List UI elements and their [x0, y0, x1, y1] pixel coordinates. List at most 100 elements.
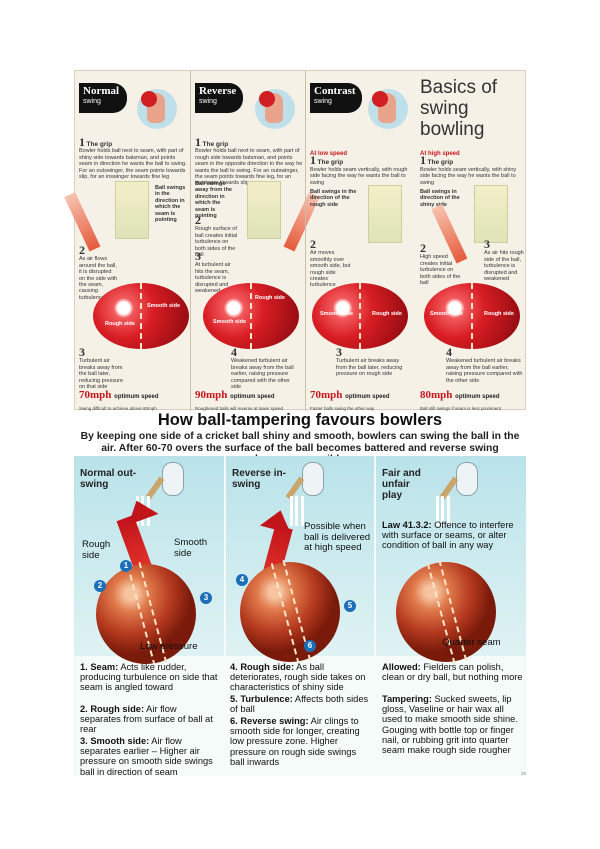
ball-tampering-headline: How ball-tampering favours bowlers — [157, 411, 443, 429]
grip-hand-icon — [137, 89, 177, 129]
contrast-high-grip-head: The grip — [427, 159, 454, 167]
contrast-low-grip-head: The grip — [317, 159, 344, 167]
reverse-tag-title: Reverse — [199, 85, 237, 97]
batsman-icon — [145, 458, 192, 506]
reverse-note-title: 6. Reverse swing: — [230, 716, 309, 726]
law-note-text: Offence to interfere with surface or sea… — [382, 520, 514, 551]
reverse-smooth-label: Smooth side — [213, 319, 247, 325]
grip-hand-icon — [255, 89, 295, 129]
reverse-inswing-panel: Reverse in-swing Possible when ball is d… — [226, 456, 374, 776]
smooth-side-label: Smooth side — [174, 537, 208, 559]
marker-2: 2 — [94, 580, 106, 592]
marker-1: 1 — [120, 560, 132, 572]
seam-note-title: 1. Seam: — [80, 662, 119, 672]
low-pressure-label: Low pressure — [140, 641, 198, 652]
contrast-low-speed-label: optimum speed — [345, 394, 390, 400]
reverse-speed-label: optimum speed — [230, 394, 275, 400]
reverse-note-text: Air clings to smooth side for longer, cr… — [230, 716, 360, 767]
basics-title: Basics of swing bowling — [420, 77, 498, 140]
contrast-low-smooth-label: Smooth side — [320, 311, 354, 317]
smooth-side-note-title: 3. Smooth side: — [80, 736, 150, 746]
contrast-low-rough-label: Rough side — [372, 311, 402, 317]
contrast-high3-text: As air hits rough side of the ball, turb… — [484, 250, 524, 283]
rough-side-deteriorates-note: 4. Rough side: As ball deteriorates, rou… — [230, 662, 372, 693]
allowed-note: Allowed: Fielders can polish, clean or d… — [382, 662, 524, 682]
fair-unfair-panel: Fair and unfair play Law 41.3.2: Offence… — [376, 456, 526, 776]
smooth-side-note-text: Air flow separates earlier – Higher air … — [80, 736, 213, 777]
seam-note-text: Acts like rudder, producing turbulence o… — [80, 662, 218, 693]
reverse-swing-note: 6. Reverse swing: Air clings to smooth s… — [230, 716, 372, 767]
possible-note: Possible when ball is delivered at high … — [304, 521, 371, 553]
batsman-icon — [285, 458, 332, 506]
contrast-high-head: At high speed — [420, 151, 460, 157]
allowed-note-title: Allowed: — [382, 662, 421, 672]
contrast-high-ball — [424, 283, 520, 349]
smooth-side-note: 3. Smooth side: Air flow separates earli… — [80, 736, 220, 777]
reverse-speed: 90mph optimum speed — [195, 389, 275, 401]
contrast-high-speed: 80mph optimum speed — [420, 389, 500, 401]
reverse-grip-text: Bowler holds ball next to seam, with par… — [195, 148, 303, 187]
marker-6: 6 — [304, 640, 316, 652]
contrast-swing-tag: Contrast swing — [310, 83, 362, 113]
normal-ball — [93, 283, 189, 349]
contrast-high-grip: At high speed 1 The grip Bowler holds se… — [420, 151, 517, 186]
contrast-high4-text: Weakened turbulent air breaks away from … — [446, 358, 523, 384]
normal-speed: 70mph optimum speed — [79, 389, 159, 401]
contrast-high-speed-label: optimum speed — [455, 394, 500, 400]
contrast-high-swing: Ball swings in direction of the shiny si… — [420, 189, 460, 208]
normal-step2-text: As air flows around the ball, it is disr… — [79, 256, 118, 301]
contrast-low-speed: 70mph optimum speed — [310, 389, 390, 401]
contrast-swing-panel: Contrast swing Basics of swing bowling A… — [305, 71, 527, 411]
seam-note: 1. Seam: Acts like rudder, producing tur… — [80, 662, 220, 693]
panel2-heading: Reverse in-swing — [232, 468, 286, 490]
normal-speed-note: Swing difficult to achieve above 80mph — [79, 406, 157, 411]
contrast-high-smooth-label: Smooth side — [430, 311, 464, 317]
contrast-low-grip: At low speed 1 The grip Bowler holds sea… — [310, 151, 408, 186]
contrast-low3-text: Turbulent air breaks away from the ball … — [336, 358, 403, 378]
turbulence-note-text: Affects both sides of ball — [230, 694, 369, 715]
reverse-ball — [203, 283, 299, 349]
ball-panel1 — [96, 561, 196, 667]
turbulence-note-title: 5. Turbulence: — [230, 694, 293, 704]
ball-panel3 — [396, 559, 496, 665]
law-note-title: Law 41.3.2: — [382, 520, 432, 530]
reverse-grip: 1 The grip Bowler holds ball next to sea… — [195, 135, 303, 187]
contrast-high-note: Ball still swings if seam is less promin… — [420, 406, 502, 411]
stumps-icon — [436, 496, 450, 526]
contrast-tag-sub: swing — [314, 98, 332, 105]
panel1-heading: Normal out-swing — [80, 468, 137, 490]
quarter-seam-label: Quarter seam — [442, 637, 501, 648]
contrast-low-note: Faster balls swing the other way — [310, 406, 375, 411]
ball-tampering-diagram: Normal out-swing Rough side Smooth side … — [74, 456, 526, 777]
contrast-tag-title: Contrast — [314, 85, 356, 97]
ball-panel2 — [240, 559, 340, 665]
tampering-note: Tampering: Sucked sweets, lip gloss, Vas… — [382, 694, 524, 755]
contrast-low-head: At low speed — [310, 151, 348, 157]
contrast-low-swing: Ball swings in the direction of the roug… — [310, 189, 357, 208]
marker-4: 4 — [236, 574, 248, 586]
pitch-icon — [115, 181, 149, 239]
page-folio: 20 — [521, 771, 527, 776]
reverse-speed-note: Roughened balls will reverse at lower sp… — [195, 406, 284, 411]
tampering-note-title: Tampering: — [382, 694, 432, 704]
contrast-high-speed-value: 80mph — [420, 389, 453, 401]
normal-tag-title: Normal — [83, 85, 120, 97]
rough-side-label: Rough side — [82, 539, 111, 561]
normal-rough-label: Rough side — [105, 321, 135, 327]
rough-note-title: 4. Rough side: — [230, 662, 295, 672]
swing-basics-infographic: Normal swing 1 The grip Bowler holds bal… — [64, 70, 527, 411]
reverse-step4-text: Weakened turbulent air breaks away from … — [231, 358, 294, 391]
contrast-high2-text: High speed creates initial turbulence on… — [420, 254, 461, 287]
normal-grip-head: The grip — [86, 141, 113, 148]
contrast-low-grip-text: Bowler holds seam vertically, with rough… — [310, 166, 408, 186]
tampering-note-text: Sucked sweets, lip gloss, Vaseline or ha… — [382, 694, 518, 756]
reverse-speed-value: 90mph — [195, 389, 228, 401]
grip-hand-icon — [368, 89, 408, 129]
reverse-step3-text: At turbulent air hits the seam, turbulen… — [195, 262, 231, 295]
